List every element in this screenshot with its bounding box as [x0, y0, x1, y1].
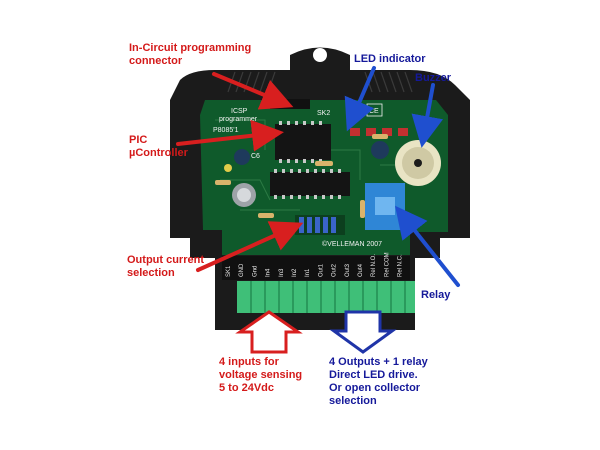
terminal-label: Out1 [318, 263, 324, 277]
resistors [215, 134, 388, 218]
output-current-arrow [196, 221, 304, 272]
terminal-label: In2 [292, 268, 298, 277]
pcb-programmer-text: programmer [219, 116, 258, 123]
inputs-label: 4 inputs for voltage sensing 5 to 24Vdc [219, 356, 303, 394]
terminal-label: Out4 [358, 263, 364, 277]
relay-arrow [395, 205, 460, 287]
blue-arrows [344, 66, 460, 287]
capacitor [224, 164, 232, 172]
buzzer-label: Buzzer [415, 72, 452, 84]
pcb-c6-text: C6 [251, 153, 260, 160]
driver-chip [270, 172, 350, 196]
pic-label: PIC µController [129, 134, 188, 159]
led-indicator-arrow [344, 66, 376, 132]
output-current-label: Output current selection [127, 254, 204, 279]
terminal-label: Out2 [332, 263, 338, 277]
terminal-label: SK1 [226, 265, 232, 277]
buzzer-arrow [411, 83, 444, 148]
inputs-up-arrow [235, 310, 303, 354]
pic-arrow [176, 119, 284, 152]
capacitor [234, 149, 250, 165]
terminal-label: In4 [266, 268, 272, 277]
terminal-label: GND [239, 263, 245, 277]
capacitor [371, 141, 389, 159]
led-indicator-label: LED indicator [354, 53, 426, 65]
terminal-label-strip: SK1 GND Gnd In4 In3 In2 In1 Out1 Out2 Out3 Out4 Rel… [222, 252, 410, 280]
outputs-down-arrow [329, 310, 397, 354]
led-row [350, 128, 408, 136]
terminal-block [237, 281, 415, 313]
pcb-copyright-text: ©VELLEMAN 2007 [322, 240, 382, 248]
pcb-sk2-text: SK2 [317, 110, 330, 117]
red-arrows [176, 72, 304, 272]
current-selection-block [295, 215, 345, 235]
pic-chip [275, 124, 331, 160]
terminal-label: Rel COM [384, 252, 390, 277]
terminal-label: Out3 [345, 263, 351, 277]
terminal-label: In3 [279, 268, 285, 277]
pcb-ce-text: CE [369, 108, 379, 115]
relay-label: Relay [421, 289, 451, 301]
terminal-label: Gnd [252, 266, 258, 277]
mounting-hole [313, 48, 327, 62]
terminal-label: Rel N.O. [371, 254, 377, 277]
pcb-icsp-text: ICSP [231, 108, 248, 115]
pcb: ICSP programmer P8085'1 SK2 CE C6 [200, 99, 448, 255]
terminal-label: Rel N.C. [398, 254, 404, 277]
terminal-label: In1 [305, 268, 311, 277]
pcb-model-text: P8085'1 [213, 127, 239, 134]
outputs-label: 4 Outputs + 1 relay Direct LED drive. Or… [329, 356, 428, 407]
icsp-label: In-Circuit programming connector [129, 42, 252, 67]
icsp-arrow [212, 72, 294, 110]
